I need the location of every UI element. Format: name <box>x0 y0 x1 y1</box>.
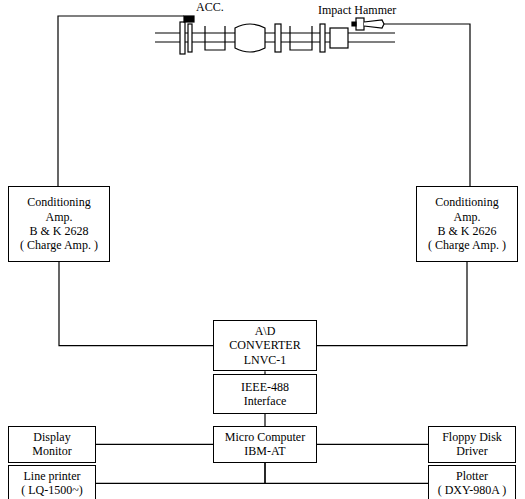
box-text: ( Charge Amp. ) <box>20 238 98 252</box>
box-text: ( DXY-980A ) <box>438 483 507 497</box>
process-box: IEEE-488Interface <box>213 374 317 414</box>
box-text: B & K 2628 <box>29 224 88 238</box>
acc-cable <box>58 16 184 186</box>
box-text: Display Monitor <box>22 430 82 459</box>
signal-line <box>96 463 265 484</box>
process-box: Floppy Disk Driver <box>428 426 516 463</box>
box-text: Interface <box>244 394 287 408</box>
process-box: Display Monitor <box>8 426 96 463</box>
process-box: Line printer( LQ-1500~) <box>8 465 96 499</box>
part-label: Impact Hammer <box>318 4 396 17</box>
process-box: Conditioning Amp.B & K 2626( Charge Amp.… <box>416 186 518 262</box>
specimen-drawing <box>58 16 470 186</box>
signal-line <box>59 262 213 346</box>
box-text: Conditioning Amp. <box>13 195 105 224</box>
signal-line <box>265 414 266 426</box>
part-label: ACC. <box>196 1 224 14</box>
box-text: IEEE-488 <box>241 380 289 394</box>
signal-line <box>96 444 213 445</box>
process-box: Conditioning Amp.B & K 2628( Charge Amp.… <box>8 186 110 262</box>
process-box: Plotter( DXY-980A ) <box>428 465 516 499</box>
signal-line <box>317 444 428 445</box>
box-text: B & K 2626 <box>437 224 496 238</box>
box-text: Line printer <box>24 469 81 483</box>
hammer-cable <box>384 24 470 186</box>
impact-hammer <box>352 18 384 30</box>
box-text: Conditioning Amp. <box>421 195 513 224</box>
box-text: A\D CONVERTER <box>218 324 312 353</box>
box-text: LNVC-1 <box>244 353 287 367</box>
box-text: Plotter <box>456 469 488 483</box>
signal-line <box>265 463 428 484</box>
process-box: Micro ComputerIBM-AT <box>213 426 317 463</box>
process-box: A\D CONVERTERLNVC-1 <box>213 320 317 371</box>
box-text: ( Charge Amp. ) <box>428 238 506 252</box>
signal-line <box>317 262 467 346</box>
box-text: ( LQ-1500~) <box>21 483 82 497</box>
accelerometer <box>184 16 194 22</box>
box-text: IBM-AT <box>244 444 285 458</box>
box-text: Floppy Disk Driver <box>437 430 507 459</box>
box-text: Micro Computer <box>225 430 305 444</box>
